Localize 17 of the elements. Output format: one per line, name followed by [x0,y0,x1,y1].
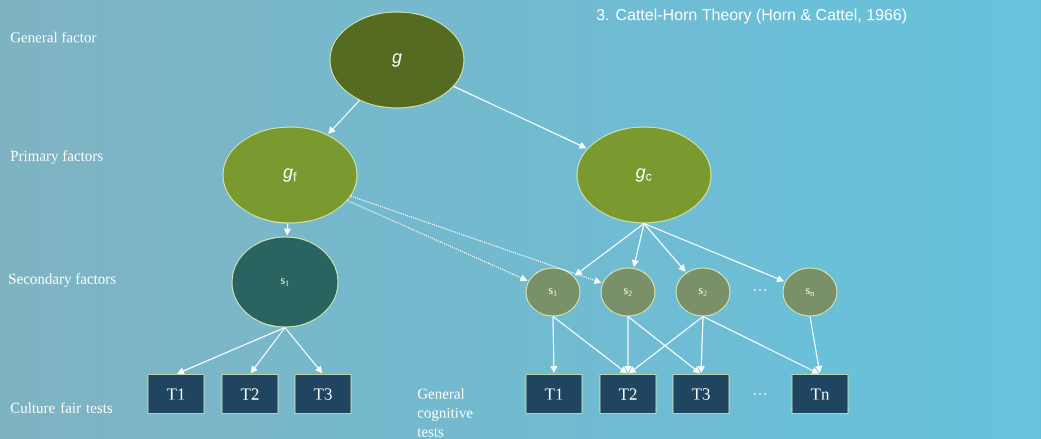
axis-label: Culture fair tests [10,402,113,413]
arrow [643,222,686,272]
test-box: T1 [525,374,583,414]
test-box: T1 [147,374,205,414]
test-box: T2 [599,374,657,414]
test-box: Tn [791,374,849,414]
test-box: T3 [672,374,730,414]
axis-label: Primary factors [10,150,103,164]
arrow [328,99,361,134]
ellipsis: … [754,393,766,395]
test-box: T2 [221,374,279,414]
ellipsis: … [754,289,766,291]
axis-label: General factor [10,31,97,43]
title: 3. Cattel-Horn Theory (Horn & Cattel, 1966) [596,8,907,24]
axis-label: Secondary factors [9,273,116,287]
axis-label: General cognitive tests [417,388,473,437]
test-box: T3 [294,374,352,414]
